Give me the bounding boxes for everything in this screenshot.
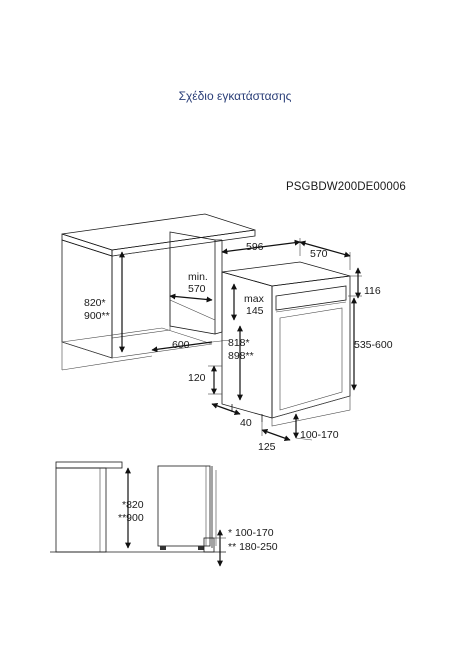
side-plinth-1: * 100-170 [228, 527, 274, 539]
niche-height-dimension: 820* 900** [84, 251, 125, 353]
side-plinth-dimensions: * 100-170 ** 180-250 [214, 527, 278, 567]
depth-dimension: 570 [299, 240, 351, 270]
max-dimension: max 145 [231, 283, 265, 321]
plinth-height-value: 100-170 [300, 429, 339, 441]
appliance-height-1: 818* [228, 337, 250, 349]
foot-gap-dimension: 40 [211, 402, 252, 429]
niche-depth-dimension: 600 [151, 339, 231, 353]
max-label: max [244, 293, 265, 305]
base-height-dimension: 120 [188, 365, 222, 395]
model-code: PSGBDW200DE00006 [286, 181, 406, 193]
niche-depth-value: 600 [172, 339, 190, 351]
appliance-height-dimension: 818* 898** [228, 325, 254, 401]
adjust-range-dimension: 535-600 [351, 297, 393, 391]
adjust-range-value: 535-600 [354, 339, 393, 351]
plinth-depth-value: 125 [258, 441, 276, 453]
plinth-dimensions: 125 100-170 [258, 413, 339, 453]
page-title: Σχέδιο εγκατάστασης [178, 89, 292, 103]
niche-height-2: 900** [84, 310, 110, 322]
side-view-dishwasher [157, 465, 217, 553]
min-label: min. [188, 271, 208, 283]
top-gap-value: 116 [364, 285, 381, 297]
appliance-height-2: 898** [228, 350, 254, 362]
depth-value: 570 [310, 248, 328, 260]
side-height-1: *820 [122, 499, 144, 511]
niche-height-1: 820* [84, 297, 106, 309]
foot-gap-value: 40 [240, 417, 252, 429]
width-dimension: 596 [221, 238, 301, 266]
base-height-value: 120 [188, 372, 206, 384]
width-value: 596 [246, 241, 264, 253]
min-depth-dimension: min. 570 [169, 271, 213, 303]
min-value: 570 [188, 283, 206, 295]
max-value: 145 [246, 305, 264, 317]
side-plinth-2: ** 180-250 [228, 541, 278, 553]
side-height-2: **900 [118, 512, 144, 524]
top-gap-dimension: 116 [348, 267, 381, 299]
niche-cabinet [61, 213, 256, 371]
side-view-cabinet: *820 **900 [50, 461, 226, 553]
